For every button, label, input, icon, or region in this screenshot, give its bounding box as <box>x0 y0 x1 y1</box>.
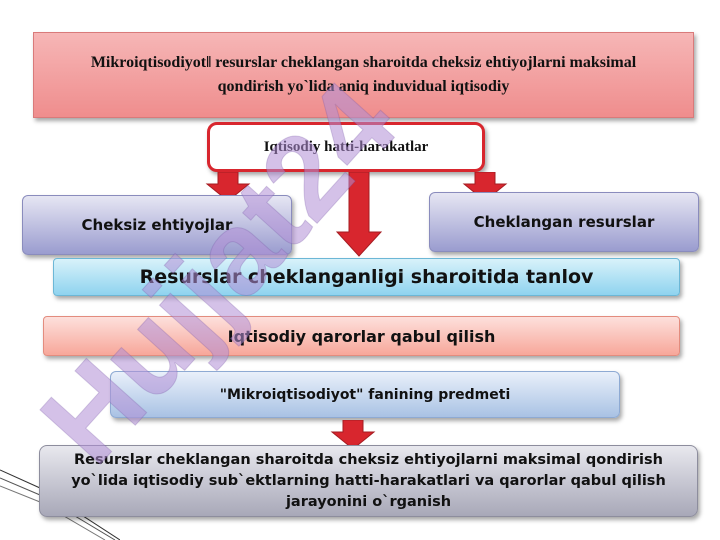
top-definition-text: Mikroiqtisodiyot‖ resurslar cheklangan s… <box>90 54 637 95</box>
limited-resources-text: Cheklangan resurslar <box>473 213 655 231</box>
arrow-down-left-icon <box>205 172 251 202</box>
economic-behavior-box: Iqtisodiy hatti-harakatlar <box>207 122 485 172</box>
study-scope-text: Resurslar cheklangan sharoitda cheksiz e… <box>71 451 666 510</box>
study-scope-box: Resurslar cheklangan sharoitda cheksiz e… <box>39 445 698 517</box>
subject-box: "Mikroiqtisodiyot" fanining predmeti <box>110 371 620 418</box>
unlimited-needs-text: Cheksiz ehtiyojlar <box>81 216 233 234</box>
choice-box: Resurslar cheklanganligi sharoitida tanl… <box>53 258 680 296</box>
decision-text: Iqtisodiy qarorlar qabul qilish <box>227 326 496 346</box>
arrow-down-bottom-icon <box>330 420 376 450</box>
top-definition-box: Mikroiqtisodiyot‖ resurslar cheklangan s… <box>33 32 694 118</box>
limited-resources-box: Cheklangan resurslar <box>429 192 699 252</box>
arrow-down-center-icon <box>336 172 383 257</box>
unlimited-needs-box: Cheksiz ehtiyojlar <box>22 195 292 255</box>
economic-behavior-text: Iqtisodiy hatti-harakatlar <box>263 138 429 155</box>
choice-text: Resurslar cheklanganligi sharoitida tanl… <box>139 266 594 288</box>
decision-box: Iqtisodiy qarorlar qabul qilish <box>43 316 680 356</box>
subject-text: "Mikroiqtisodiyot" fanining predmeti <box>219 386 511 403</box>
